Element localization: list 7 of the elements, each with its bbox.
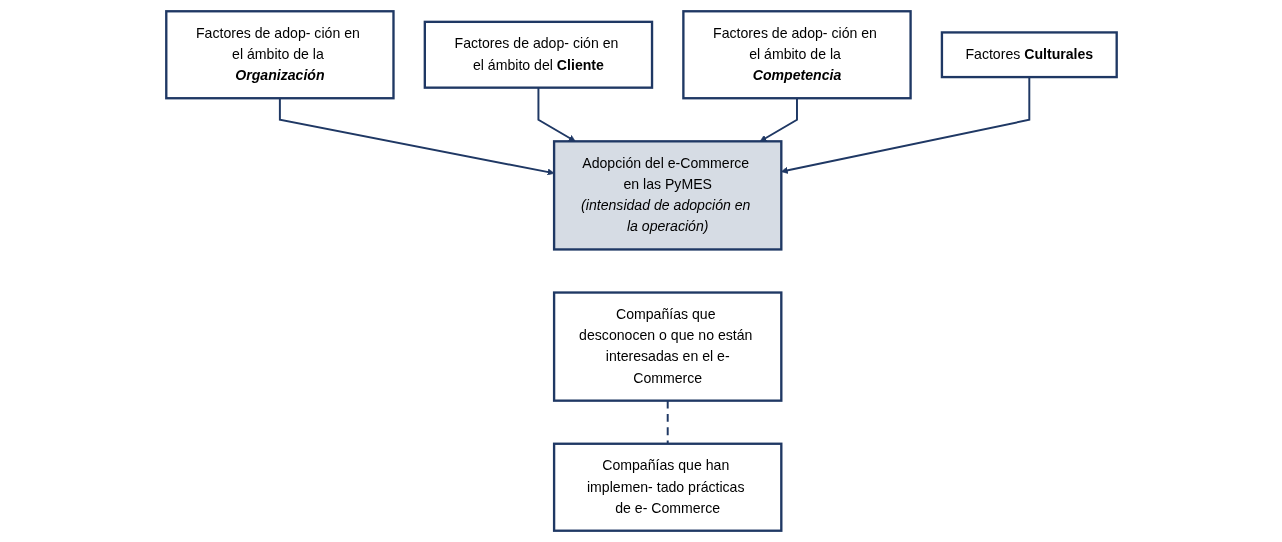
node-box: Compañías que desconocen o que no están interesadas en el e-Commerce — [552, 291, 782, 402]
node-box: Factores de adop- ción en el ámbito de la Competencia — [681, 10, 912, 100]
node-box: Factores de adop- ción en el ámbito de la Organización — [164, 10, 395, 100]
node-box: Compañías que han implemen- tado prácticas de e- Commerce — [552, 442, 782, 532]
node-box: Adopción del e-Commerce en las PyMES (intensidad de adopción en la operación) — [552, 140, 782, 251]
node-box: Factores Culturales — [940, 31, 1118, 79]
node-box: Factores de adop- ción en el ámbito del Cliente — [423, 20, 653, 89]
